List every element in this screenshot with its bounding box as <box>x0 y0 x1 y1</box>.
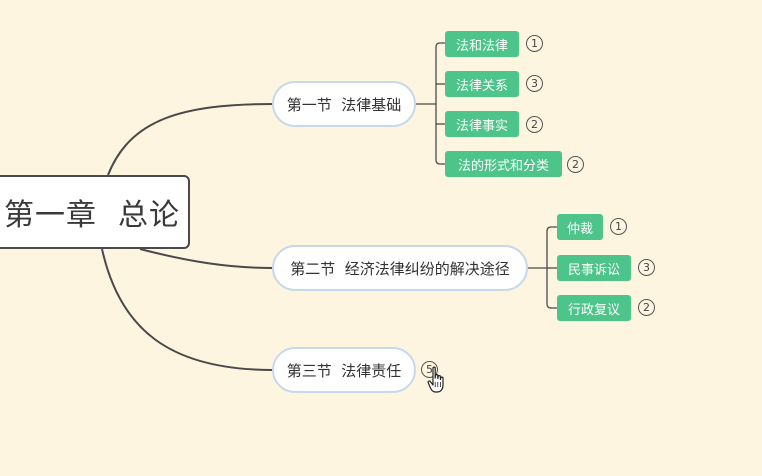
leaf-topic-5[interactable]: 仲裁 <box>557 214 603 240</box>
collapsed-count-badge[interactable]: 5 <box>421 361 438 378</box>
leaf-topic-3[interactable]: 法律事实 <box>445 111 519 137</box>
connector-root-section-2 <box>139 248 274 269</box>
connector-root-section-1 <box>107 103 274 176</box>
leaf-topic-4[interactable]: 法的形式和分类 <box>445 151 562 177</box>
leaf-badge-3: 2 <box>526 116 543 133</box>
section-topic-2[interactable]: 第二节 经济法律纠纷的解决途径 <box>272 245 528 291</box>
section-topic-3[interactable]: 第三节 法律责任 <box>272 347 416 393</box>
hand-pointer-icon <box>427 366 444 393</box>
root-topic[interactable]: 第一章 总论 <box>0 175 190 249</box>
connector-root-section-3 <box>101 248 274 371</box>
leaf-badge-6: 3 <box>638 259 655 276</box>
leaf-badge-2: 3 <box>526 75 543 92</box>
leaf-badge-1: 1 <box>526 35 543 52</box>
bracket-section-1 <box>416 42 445 165</box>
bracket-section-2 <box>527 226 557 309</box>
leaf-topic-7[interactable]: 行政复议 <box>557 295 631 321</box>
leaf-topic-6[interactable]: 民事诉讼 <box>557 255 631 281</box>
leaf-badge-4: 2 <box>567 156 584 173</box>
leaf-topic-2[interactable]: 法律关系 <box>445 71 519 97</box>
leaf-badge-7: 2 <box>638 299 655 316</box>
leaf-topic-1[interactable]: 法和法律 <box>445 31 519 57</box>
section-topic-1[interactable]: 第一节 法律基础 <box>272 81 416 127</box>
leaf-badge-5: 1 <box>610 218 627 235</box>
